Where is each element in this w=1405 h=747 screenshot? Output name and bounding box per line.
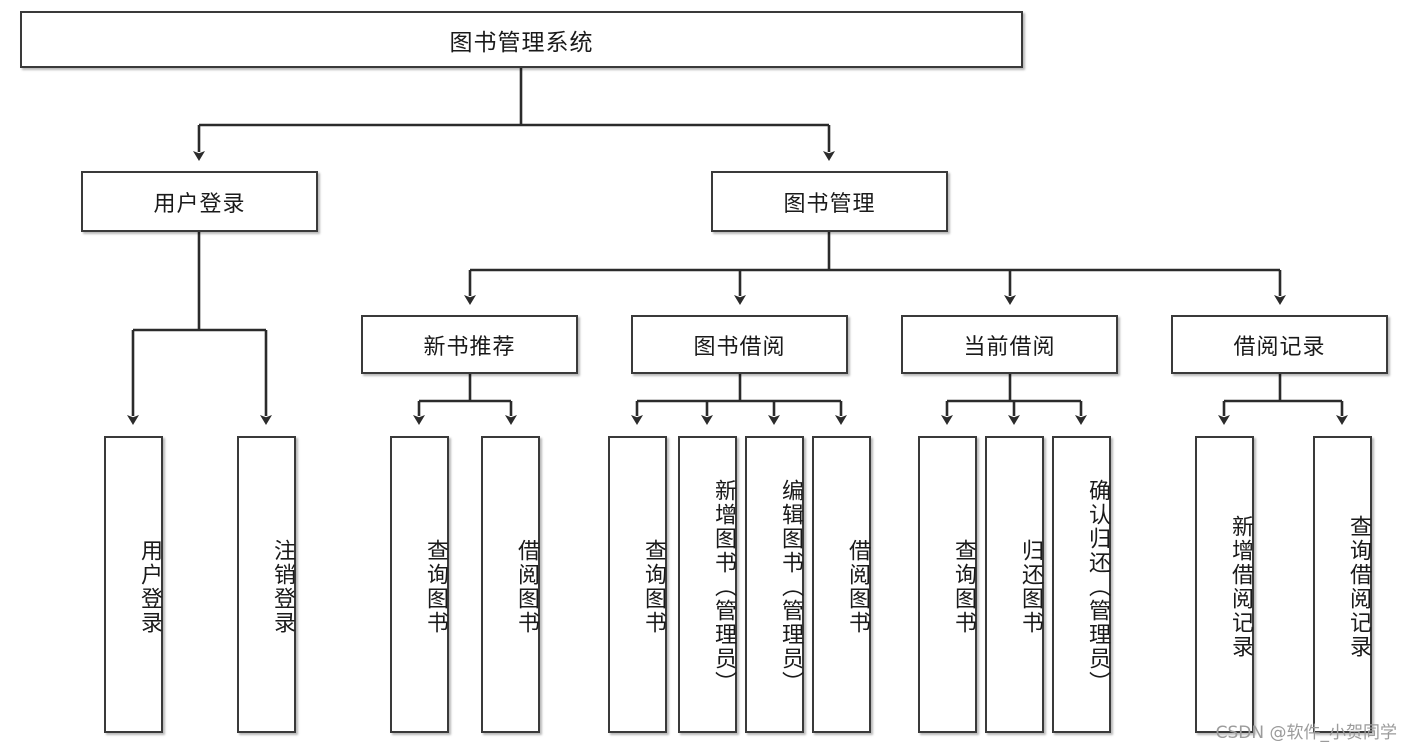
leaf-user-login[interactable]: 用户登录 [104, 436, 163, 733]
leaf-logout[interactable]: 注销登录 [237, 436, 296, 733]
leaf-query-books-current[interactable]: 查询图书 [918, 436, 977, 733]
node-label: 借阅记录 [1233, 334, 1326, 360]
node-label: 借阅图书 [514, 538, 539, 635]
node-label: 图书管理系统 [449, 29, 594, 56]
leaf-borrow-books-recommend[interactable]: 借阅图书 [481, 436, 540, 733]
node-label: 当前借阅 [963, 334, 1056, 360]
node-label: 新增图书（管理员） [711, 478, 736, 695]
node-label: 用户登录 [153, 191, 246, 217]
node-label: 查询图书 [951, 538, 976, 635]
node-label: 用户登录 [137, 538, 162, 635]
node-label: 查询图书 [641, 538, 666, 635]
node-label: 图书管理 [783, 191, 876, 217]
node-label: 新书推荐 [423, 334, 516, 360]
leaf-borrow-book[interactable]: 借阅图书 [812, 436, 871, 733]
leaf-query-books-recommend[interactable]: 查询图书 [390, 436, 449, 733]
leaf-confirm-return-admin[interactable]: 确认归还（管理员） [1052, 436, 1111, 733]
node-current-borrow[interactable]: 当前借阅 [901, 315, 1118, 374]
node-user-login[interactable]: 用户登录 [81, 171, 318, 232]
node-new-book-recommend[interactable]: 新书推荐 [361, 315, 578, 374]
leaf-add-borrow-record[interactable]: 新增借阅记录 [1195, 436, 1254, 733]
node-root-system[interactable]: 图书管理系统 [20, 11, 1023, 68]
leaf-query-borrow-record[interactable]: 查询借阅记录 [1313, 436, 1372, 733]
node-label: 查询图书 [423, 538, 448, 635]
node-book-borrow[interactable]: 图书借阅 [631, 315, 848, 374]
node-book-management[interactable]: 图书管理 [711, 171, 948, 232]
node-label: 注销登录 [270, 538, 295, 635]
leaf-return-book[interactable]: 归还图书 [985, 436, 1044, 733]
node-label: 借阅图书 [845, 538, 870, 635]
node-label: 图书借阅 [693, 334, 786, 360]
node-label: 编辑图书（管理员） [778, 478, 803, 695]
leaf-edit-book-admin[interactable]: 编辑图书（管理员） [745, 436, 804, 733]
leaf-query-books-borrow[interactable]: 查询图书 [608, 436, 667, 733]
node-label: 确认归还（管理员） [1085, 478, 1110, 695]
node-borrow-records[interactable]: 借阅记录 [1171, 315, 1388, 374]
leaf-add-book-admin[interactable]: 新增图书（管理员） [678, 436, 737, 733]
node-label: 查询借阅记录 [1346, 514, 1371, 659]
node-label: 新增借阅记录 [1228, 514, 1253, 659]
watermark: CSDN @软件_小贺同学 [1215, 723, 1397, 743]
node-label: 归还图书 [1018, 538, 1043, 635]
